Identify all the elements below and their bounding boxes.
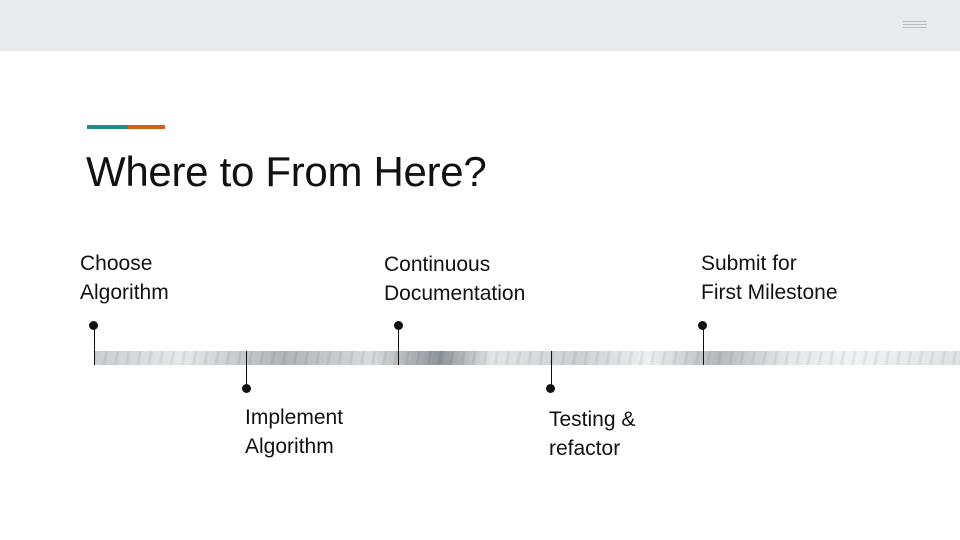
milestone-label: Submit for First Milestone [701,249,838,307]
milestone-label-line1: Testing & [549,408,636,431]
milestone-stem [94,326,95,365]
milestone-dot [394,321,403,330]
milestone-stem [246,351,247,389]
title-accent-orange [127,125,165,129]
milestone-stem [398,326,399,365]
milestone-label-line2: Algorithm [80,281,169,304]
hamburger-lines-icon[interactable] [903,21,927,31]
milestone-dot [698,321,707,330]
title-accent-teal [87,125,127,129]
milestone-label: Implement Algorithm [245,403,343,461]
milestone-stem [703,326,704,365]
milestone-label: Choose Algorithm [80,249,169,307]
milestone-label-line2: Documentation [384,282,526,305]
milestone-dot [546,384,555,393]
milestone-label-line2: First Milestone [701,281,838,304]
header-band [0,0,960,51]
milestone-label-line1: Choose [80,252,153,275]
milestone-dot [89,321,98,330]
milestone-label-line2: Algorithm [245,435,334,458]
milestone-label: Continuous Documentation [384,250,525,308]
milestone-label-line2: refactor [549,437,621,460]
milestone-label-line1: Implement [245,406,344,429]
milestone-label: Testing & refactor [549,405,635,463]
slide-title: Where to From Here? [86,148,487,195]
milestone-label-line1: Continuous [384,253,491,276]
milestone-label-line1: Submit for [701,252,797,275]
milestone-stem [551,351,552,389]
milestone-dot [242,384,251,393]
timeline-band [94,351,960,365]
